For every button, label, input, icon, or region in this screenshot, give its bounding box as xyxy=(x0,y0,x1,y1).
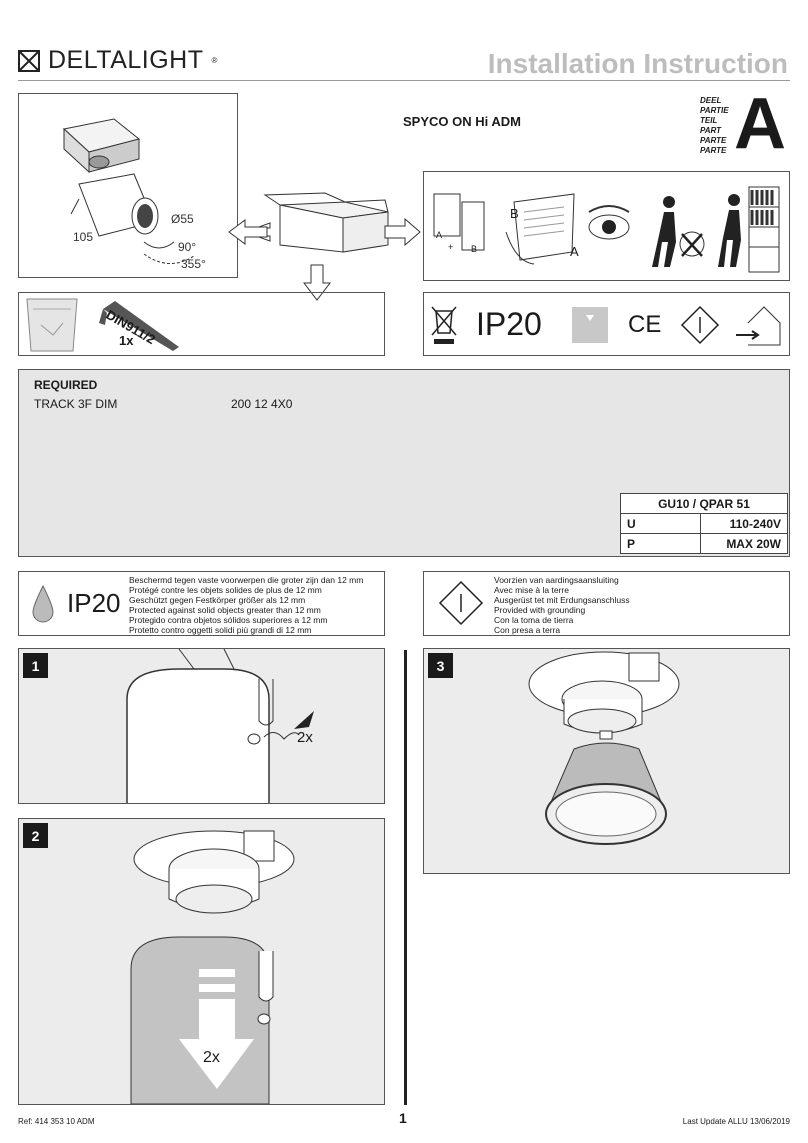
required-item-code: 200 12 4X0 xyxy=(231,397,293,411)
step-2-drawing xyxy=(130,830,295,1104)
plus-sign: + xyxy=(448,242,454,252)
product-overview-panel: Ø55 105 90° 355° xyxy=(18,93,238,278)
product-name: SPYCO ON Hi ADM xyxy=(403,114,521,129)
right-arrow-icon xyxy=(384,217,421,247)
step-1-panel: 1 2x xyxy=(18,648,385,804)
ce-mark-icon: CE xyxy=(628,311,662,338)
rotation-angle: 355° xyxy=(181,257,206,271)
brand-name: DELTALIGHT xyxy=(48,46,204,74)
note-line: Voorzien van aardingsaansluiting xyxy=(494,575,619,585)
deltalight-logo-icon xyxy=(18,49,40,72)
diameter-dimension: Ø55 xyxy=(171,212,194,226)
note-line: Protetto contro oggetti solidi più grand… xyxy=(129,625,312,635)
part-label-words: DEEL PARTIE TEIL PART PARTE PARTE xyxy=(700,96,729,156)
page-number: 1 xyxy=(399,1110,407,1126)
length-dimension: 105 xyxy=(73,230,94,244)
step-2-panel: 2 2x xyxy=(18,818,385,1105)
part-word: PARTE xyxy=(700,146,727,155)
required-item-name: TRACK 3F DIM xyxy=(34,397,118,411)
step-number: 3 xyxy=(428,653,453,678)
indoor-house-icon xyxy=(736,306,781,346)
ip-note-panel: IP20 Beschermd tegen vaste voorwerpen di… xyxy=(18,571,385,636)
weee-bin-icon xyxy=(431,306,457,344)
column-divider xyxy=(404,650,407,1105)
note-line: Avec mise à la terre xyxy=(494,585,569,595)
read-instructions-panel: A + B B A xyxy=(423,171,790,281)
grounding-note-panel: Voorzien van aardingsaansluiting Avec mi… xyxy=(423,571,790,636)
spotlight-drawing xyxy=(62,118,195,264)
doc-label-a: A xyxy=(436,230,443,240)
water-drop-icon xyxy=(32,584,54,623)
note-line: Geschützt gegen Festkörper größer als 12… xyxy=(129,595,306,605)
unboxing-diagram xyxy=(228,192,421,301)
header-divider xyxy=(18,80,790,81)
step-2-quantity: 2x xyxy=(203,1049,220,1066)
class-one-icon xyxy=(438,580,484,626)
step-3-drawing xyxy=(528,651,680,845)
step-1-quantity: 2x xyxy=(297,729,313,746)
down-arrow-icon xyxy=(302,264,332,301)
part-word: PARTIE xyxy=(700,106,729,115)
spec-header: GU10 / QPAR 51 xyxy=(620,493,788,514)
spec-key: P xyxy=(620,533,701,554)
ip-note-rating: IP20 xyxy=(67,588,121,618)
page-title: Installation Instruction xyxy=(487,48,788,79)
part-letter: A xyxy=(734,84,786,164)
tool-quantity: 1x xyxy=(119,333,134,348)
step-number: 1 xyxy=(23,653,48,678)
class-one-icon xyxy=(680,305,720,345)
note-line: Provided with grounding xyxy=(494,605,586,615)
table-row: P MAX 20W xyxy=(620,533,788,554)
table-row: U 110-240V xyxy=(620,513,788,534)
brand-mark: ® xyxy=(211,56,218,65)
grounding-note-text: Voorzien van aardingsaansluiting Avec mi… xyxy=(494,575,630,635)
ip-note-text: Beschermd tegen vaste voorwerpen die gro… xyxy=(129,575,363,635)
instructions-pictogram xyxy=(433,186,780,273)
tilt-angle: 90° xyxy=(178,240,197,254)
package-contents-panel: DIN911/2 1x xyxy=(18,292,385,356)
note-line: Protected against solid objects greater … xyxy=(129,605,321,615)
brand-logo: DELTALIGHT ® xyxy=(18,46,217,75)
note-line: Protegido contra objetos sólidos superio… xyxy=(129,615,328,625)
part-word: DEEL xyxy=(700,96,722,105)
certifications-panel: IP20 CE xyxy=(423,292,790,356)
note-line: Protégé contre les objets solides de plu… xyxy=(129,585,322,595)
sheet-label-b: B xyxy=(510,206,519,221)
part-word: PARTE xyxy=(700,136,727,145)
note-line: Beschermd tegen vaste voorwerpen die gro… xyxy=(129,575,364,585)
reference-number: Ref: 414 353 10 ADM xyxy=(18,1117,95,1126)
note-line: Con presa a terra xyxy=(494,625,561,635)
spec-value: MAX 20W xyxy=(700,533,788,554)
step-3-panel: 3 xyxy=(423,648,790,874)
required-heading: REQUIRED xyxy=(34,378,98,392)
spec-value: 110-240V xyxy=(700,513,788,534)
hardware-bag-icon xyxy=(26,298,78,352)
indoor-use-icon xyxy=(572,307,608,343)
spec-table: GU10 / QPAR 51 U 110-240V P MAX 20W xyxy=(620,493,788,554)
part-word: TEIL xyxy=(700,116,718,125)
part-word: PART xyxy=(700,126,722,135)
note-line: Con la toma de tierra xyxy=(494,615,574,625)
hex-key-icon xyxy=(99,301,179,351)
step-number: 2 xyxy=(23,823,48,848)
spec-key: U xyxy=(620,513,701,534)
sheet-label-a: A xyxy=(570,244,579,259)
last-update: Last Update ALLU 13/06/2019 xyxy=(682,1117,790,1126)
ip-rating: IP20 xyxy=(476,306,542,342)
step-1-drawing xyxy=(126,649,314,803)
note-line: Ausgerüst tet mit Erdungsanschluss xyxy=(494,595,630,605)
doc-label-b: B xyxy=(471,244,478,254)
